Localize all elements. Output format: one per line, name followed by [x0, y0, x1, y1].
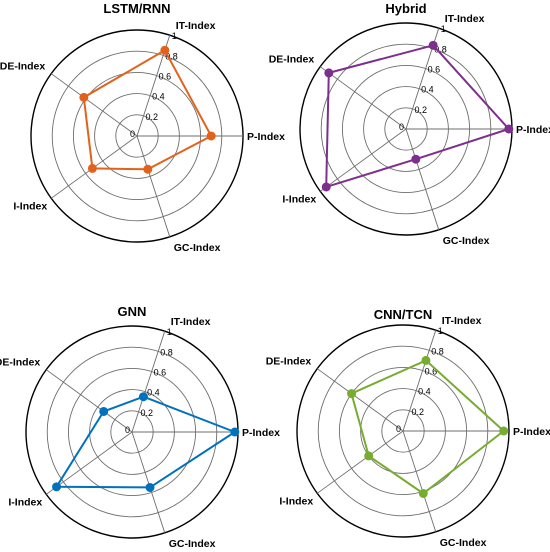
radial-tick-label: 0 [130, 129, 135, 139]
axis-spoke [131, 331, 166, 433]
chart-title: LSTM/RNN [103, 1, 170, 16]
data-point-it-index [428, 40, 438, 50]
chart-title: GNN [118, 304, 147, 319]
radial-tick-label: 0.6 [425, 367, 438, 377]
radial-tick-label: 0.6 [159, 72, 172, 82]
data-point-gc-index [411, 154, 421, 164]
radial-tick-label: 0.4 [147, 388, 160, 398]
radial-tick-label: 0 [125, 425, 130, 435]
data-point-i-index [87, 163, 97, 173]
axis-label-de-index: DE-Index [266, 356, 312, 368]
radial-tick-label: 1 [438, 326, 443, 336]
axis-spoke [319, 128, 407, 192]
chart-title: CNN/TCN [374, 307, 433, 322]
data-point-de-index [347, 389, 357, 399]
radial-tick-label: 1 [167, 327, 172, 337]
data-point-it-index [160, 45, 170, 55]
axis-label-it-index: IT-Index [445, 13, 485, 25]
radial-tick-label: 0.8 [160, 347, 173, 357]
radial-tick-label: 0 [396, 424, 401, 434]
data-point-de-index [79, 92, 89, 102]
axis-spoke [402, 430, 437, 532]
radar-panel-lstm-rnn: LSTM/RNN 0 0.2 0.4 0.6 0.8 1P-Index IT-IndexDE-… [0, 1, 285, 254]
axis-spoke [316, 368, 404, 432]
data-point-i-index [364, 451, 374, 461]
data-point-i-index [52, 482, 62, 492]
radial-tick-label: 0.6 [154, 368, 167, 378]
axis-label-gc-index: GC-Index [174, 242, 221, 254]
radial-tick-label: 1 [441, 24, 446, 34]
series-line [82, 49, 213, 171]
data-point-p-index [499, 426, 509, 436]
axis-label-it-index: IT-Index [176, 20, 216, 32]
data-point-gc-index [145, 482, 155, 492]
data-point-it-index [138, 392, 148, 402]
radar-panel-cnn-tcn: CNN/TCN 0 0.2 0.4 0.6 0.8 1P-Index IT-IndexDE-I… [266, 307, 550, 549]
data-point-i-index [321, 182, 331, 192]
axis-label-p-index: P-Index [516, 124, 550, 136]
data-point-p-index [504, 124, 514, 134]
radial-tick-label: 0.4 [421, 85, 434, 95]
axis-label-i-index: I-Index [279, 495, 313, 507]
data-point-de-index [324, 68, 334, 78]
radial-tick-label: 0 [399, 122, 404, 132]
radial-tick-label: 0.2 [146, 112, 159, 122]
radial-tick-label: 0.2 [412, 407, 425, 417]
axis-spoke [316, 430, 404, 494]
radial-tick-label: 0.4 [418, 387, 431, 397]
radial-tick-label: 0.2 [141, 408, 154, 418]
series-line [325, 44, 510, 188]
axis-label-p-index: P-Index [242, 427, 280, 439]
radial-tick-label: 0.6 [428, 65, 441, 75]
radial-tick-label: 0.4 [152, 92, 165, 102]
radial-tick-label: 0.8 [434, 44, 447, 54]
axis-label-p-index: P-Index [247, 131, 285, 143]
radial-tick-label: 0.8 [431, 346, 444, 356]
radar-panel-gnn: GNN 0 0.2 0.4 0.6 0.8 1P-Index IT-IndexDE-Index… [0, 304, 280, 550]
axis-label-i-index: I-Index [13, 200, 47, 212]
axis-spoke [405, 128, 440, 230]
data-point-it-index [421, 355, 431, 365]
axis-spoke [50, 73, 138, 137]
axis-spoke [45, 431, 133, 495]
axis-label-de-index: DE-Index [0, 357, 40, 369]
axis-label-de-index: DE-Index [0, 61, 45, 73]
data-point-p-index [206, 131, 216, 141]
radar-panel-hybrid: Hybrid 0 0.2 0.4 0.6 0.8 1P-Index IT-IndexDE-In… [269, 1, 550, 247]
radial-tick-label: 0.8 [165, 51, 178, 61]
axis-label-i-index: I-Index [282, 193, 316, 205]
axis-spoke [319, 66, 407, 130]
axis-spoke [136, 135, 171, 237]
axis-spoke [131, 431, 166, 533]
axis-label-it-index: IT-Index [171, 316, 211, 328]
axis-label-p-index: P-Index [513, 426, 550, 438]
data-point-de-index [99, 406, 109, 416]
axis-spoke [402, 330, 437, 432]
axis-label-it-index: IT-Index [442, 315, 482, 327]
axis-label-gc-index: GC-Index [169, 538, 216, 550]
chart-title: Hybrid [385, 1, 426, 16]
data-point-gc-index [143, 164, 153, 174]
radial-tick-label: 0.2 [415, 105, 428, 115]
radial-tick-label: 1 [172, 31, 177, 41]
axis-label-i-index: I-Index [8, 496, 42, 508]
axis-label-de-index: DE-Index [269, 54, 315, 66]
series-line [350, 359, 505, 495]
series-line [55, 395, 236, 489]
data-point-gc-index [418, 489, 428, 499]
axis-label-gc-index: GC-Index [443, 235, 490, 247]
axis-spoke [45, 369, 133, 433]
data-point-p-index [230, 427, 240, 437]
axis-label-gc-index: GC-Index [440, 537, 487, 549]
